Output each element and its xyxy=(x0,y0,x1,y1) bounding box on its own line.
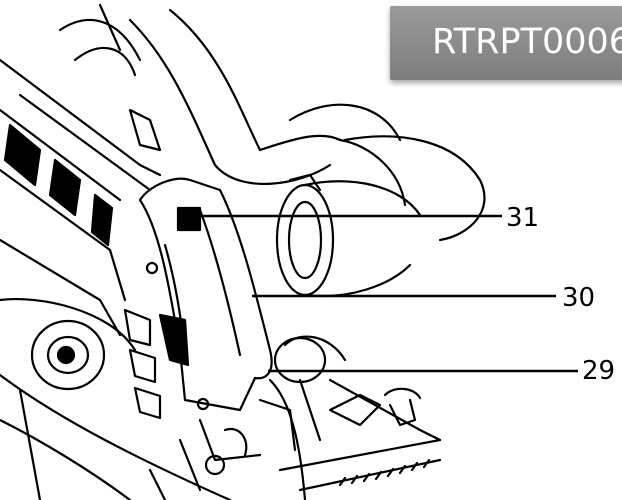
callout-number-31: 31 xyxy=(506,203,540,233)
product-code-badge xyxy=(390,6,622,80)
front-guard xyxy=(138,177,273,412)
product-code-label: RTRPT0006 xyxy=(432,22,622,62)
rear-knob xyxy=(275,103,486,297)
blade-hub xyxy=(0,298,190,420)
bevel-knob xyxy=(273,335,422,442)
callout-number-29: 29 xyxy=(582,356,616,386)
top-cable xyxy=(58,3,142,77)
motor-housing xyxy=(0,58,162,337)
handle-arm xyxy=(128,8,342,185)
pivot-mechanism xyxy=(148,398,297,500)
callout-number-30: 30 xyxy=(562,283,596,313)
base-plate xyxy=(0,373,442,500)
